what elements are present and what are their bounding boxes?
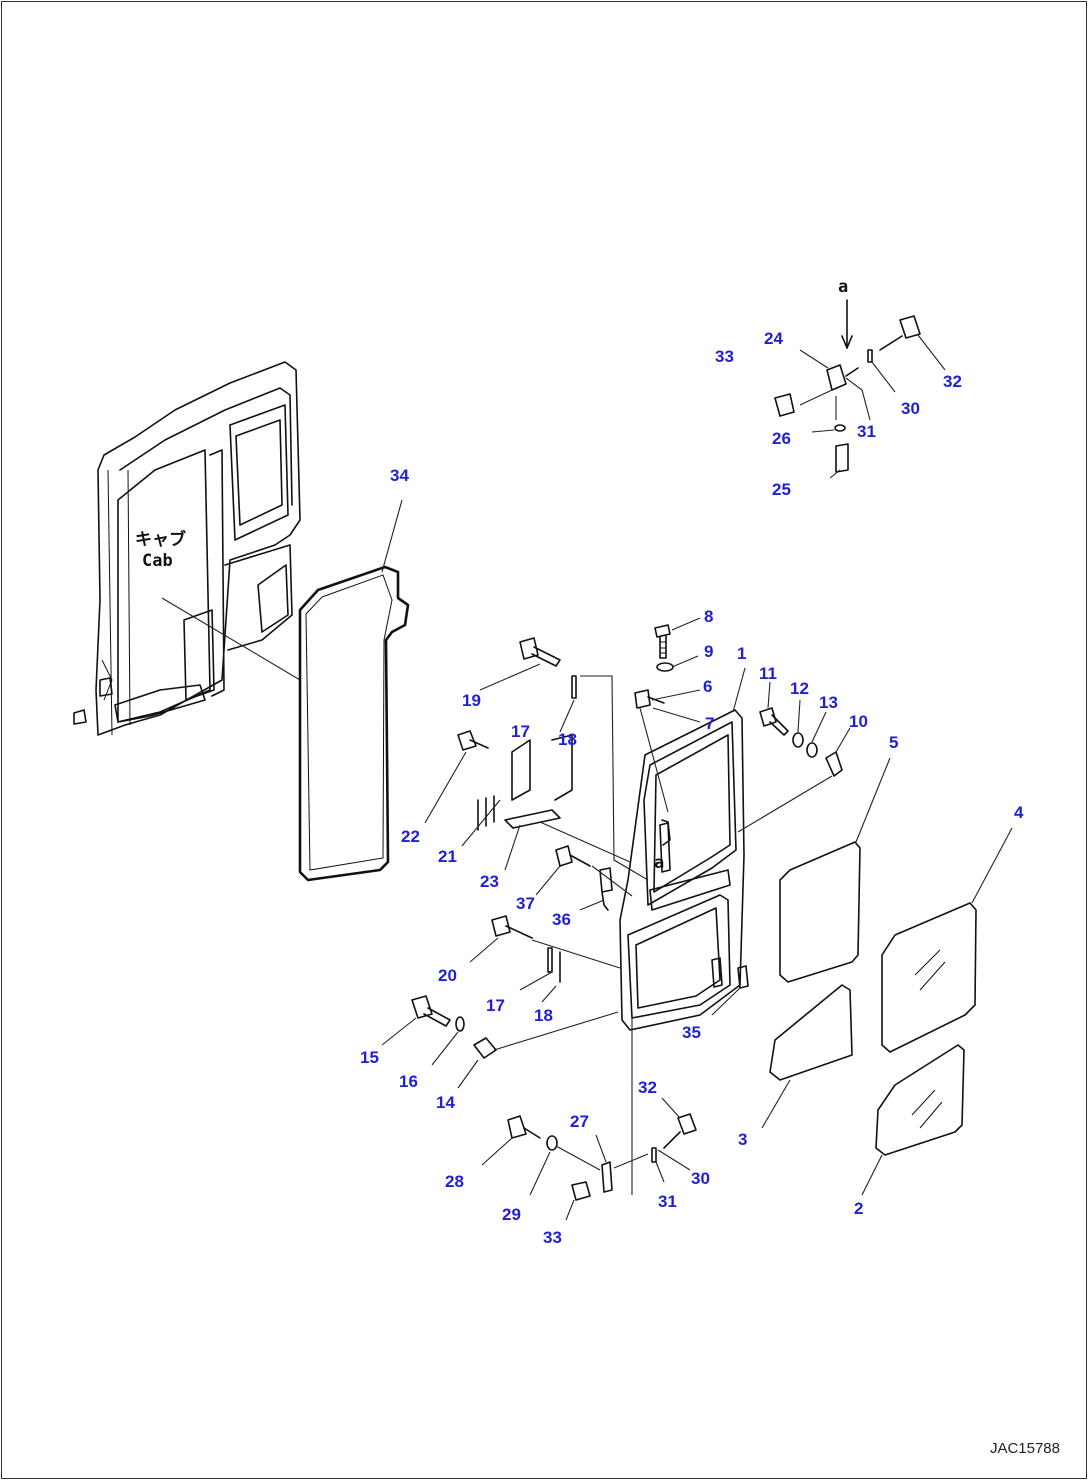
door-top-hardware bbox=[634, 617, 701, 846]
view-marker-a-door: a bbox=[654, 853, 664, 873]
callout-6: 6 bbox=[703, 677, 712, 696]
callout-19: 19 bbox=[462, 691, 481, 710]
cab-label-jp: キャブ bbox=[135, 529, 186, 550]
callout-36: 36 bbox=[552, 910, 571, 929]
callout-32: 32 bbox=[638, 1078, 657, 1097]
cab-frame: キャブ Cab bbox=[73, 361, 301, 736]
callout-37: 37 bbox=[516, 894, 535, 913]
part-34-door-seal bbox=[298, 499, 410, 882]
detail-a: a bbox=[774, 277, 946, 479]
lock-hardware-37-36 bbox=[535, 845, 633, 911]
drawing-reference-code: JAC15788 bbox=[989, 1440, 1060, 1457]
part-4-glass bbox=[881, 902, 977, 1053]
callout-16: 16 bbox=[399, 1072, 418, 1091]
upper-striker bbox=[479, 637, 649, 881]
callout-35: 35 bbox=[682, 1023, 701, 1042]
callout-9: 9 bbox=[704, 642, 713, 661]
callout-22: 22 bbox=[401, 827, 420, 846]
callout-31: 31 bbox=[857, 422, 876, 441]
lower-hinge-hardware bbox=[381, 995, 619, 1089]
callout-28: 28 bbox=[445, 1172, 464, 1191]
plates-17-21-23 bbox=[424, 730, 631, 871]
callout-23: 23 bbox=[480, 872, 499, 891]
callout-33: 33 bbox=[543, 1228, 562, 1247]
lower-striker bbox=[469, 915, 621, 1003]
callout-20: 20 bbox=[438, 966, 457, 985]
callout-2: 2 bbox=[854, 1199, 863, 1218]
callout-18: 18 bbox=[558, 730, 577, 749]
callout-11: 11 bbox=[759, 664, 777, 683]
callout-30: 30 bbox=[901, 399, 920, 418]
part-3-glass bbox=[769, 984, 853, 1081]
callout-7: 7 bbox=[705, 714, 714, 733]
door-bottom-hardware bbox=[481, 1018, 697, 1221]
callout-17: 17 bbox=[511, 722, 530, 741]
part-1-door bbox=[619, 667, 746, 1031]
part-35 bbox=[711, 965, 749, 1016]
callout-4: 4 bbox=[1014, 803, 1024, 822]
hinge-hardware-right bbox=[737, 681, 851, 833]
callout-3: 3 bbox=[738, 1130, 747, 1149]
callout-15: 15 bbox=[360, 1048, 379, 1067]
callout-29: 29 bbox=[502, 1205, 521, 1224]
callout-12: 12 bbox=[790, 679, 809, 698]
callout-31: 31 bbox=[658, 1192, 677, 1211]
callout-34: 34 bbox=[390, 466, 409, 485]
callout-26: 26 bbox=[772, 429, 791, 448]
cab-label-en: Cab bbox=[142, 551, 173, 571]
view-marker-a: a bbox=[838, 277, 848, 297]
part-5-glass bbox=[779, 841, 861, 983]
callout-30: 30 bbox=[691, 1169, 710, 1188]
callout-24: 24 bbox=[764, 329, 783, 348]
glass-panes bbox=[761, 757, 1013, 1196]
callout-18: 18 bbox=[534, 1006, 553, 1025]
callout-25: 25 bbox=[772, 480, 791, 499]
callout-1: 1 bbox=[737, 644, 746, 663]
callout-17: 17 bbox=[486, 996, 505, 1015]
callout-32: 32 bbox=[943, 372, 962, 391]
callout-5: 5 bbox=[889, 733, 898, 752]
callout-8: 8 bbox=[704, 607, 713, 626]
callout-10: 10 bbox=[849, 712, 868, 731]
callout-33: 33 bbox=[715, 347, 734, 366]
callout-13: 13 bbox=[819, 693, 838, 712]
callout-27: 27 bbox=[570, 1112, 589, 1131]
callout-21: 21 bbox=[438, 847, 457, 866]
part-2-glass bbox=[875, 1044, 965, 1156]
callout-14: 14 bbox=[436, 1093, 455, 1112]
callout-labels: 33 24 32 30 31 26 25 34 8 9 1 6 7 11 12 … bbox=[360, 329, 1024, 1247]
